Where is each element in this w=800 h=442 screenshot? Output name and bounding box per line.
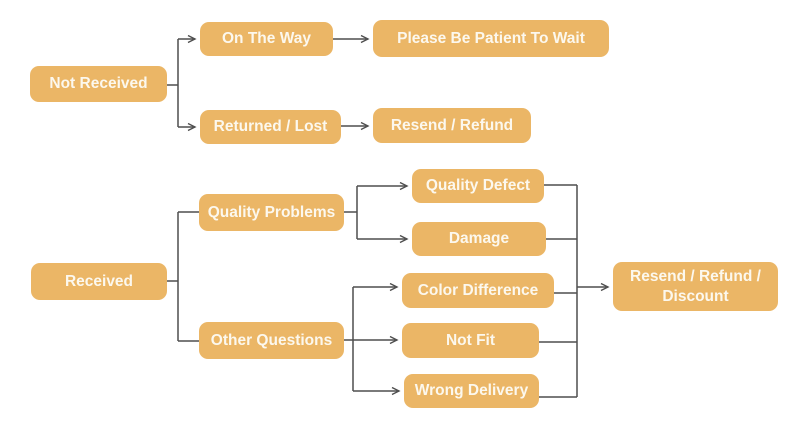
node-label: Color Difference	[417, 281, 539, 299]
node-label: Quality Defect	[425, 177, 531, 195]
node-color-difference: Color Difference	[402, 273, 554, 308]
connector-other-questions-tree	[344, 282, 401, 396]
node-not-fit: Not Fit	[402, 323, 539, 358]
node-label: Wrong Delivery	[414, 382, 529, 400]
node-other-questions: Other Questions	[199, 322, 344, 359]
node-label: Returned / Lost	[213, 118, 328, 136]
node-label: Damage	[448, 230, 510, 248]
node-label: Not Fit	[445, 331, 496, 349]
node-label: Not Received	[49, 75, 148, 93]
node-label: Resend / Refund / Discount	[630, 268, 761, 305]
node-resend-refund: Resend / Refund	[373, 108, 531, 143]
node-label: Received	[64, 272, 134, 290]
node-received: Received	[31, 263, 167, 300]
connector-not-received-tree	[167, 34, 370, 132]
node-label: Please Be Patient To Wait	[397, 29, 585, 47]
node-on-the-way: On The Way	[200, 22, 333, 56]
node-label: On The Way	[222, 30, 311, 48]
node-not-received: Not Received	[30, 66, 167, 102]
node-returned-lost: Returned / Lost	[200, 110, 341, 144]
node-label: Resend / Refund	[390, 116, 514, 134]
node-wrong-delivery: Wrong Delivery	[404, 374, 539, 408]
node-damage: Damage	[412, 222, 546, 256]
connector-received-tree	[167, 211, 201, 342]
connector-result-collector	[538, 184, 610, 398]
node-quality-problems: Quality Problems	[199, 194, 344, 231]
node-resend-refund-discount: Resend / Refund / Discount	[613, 262, 778, 311]
node-please-be-patient-to-wait: Please Be Patient To Wait	[373, 20, 609, 57]
connector-quality-problems-tree	[344, 181, 409, 244]
node-quality-defect: Quality Defect	[412, 169, 544, 203]
node-label: Quality Problems	[207, 203, 336, 221]
node-label: Other Questions	[210, 331, 333, 349]
